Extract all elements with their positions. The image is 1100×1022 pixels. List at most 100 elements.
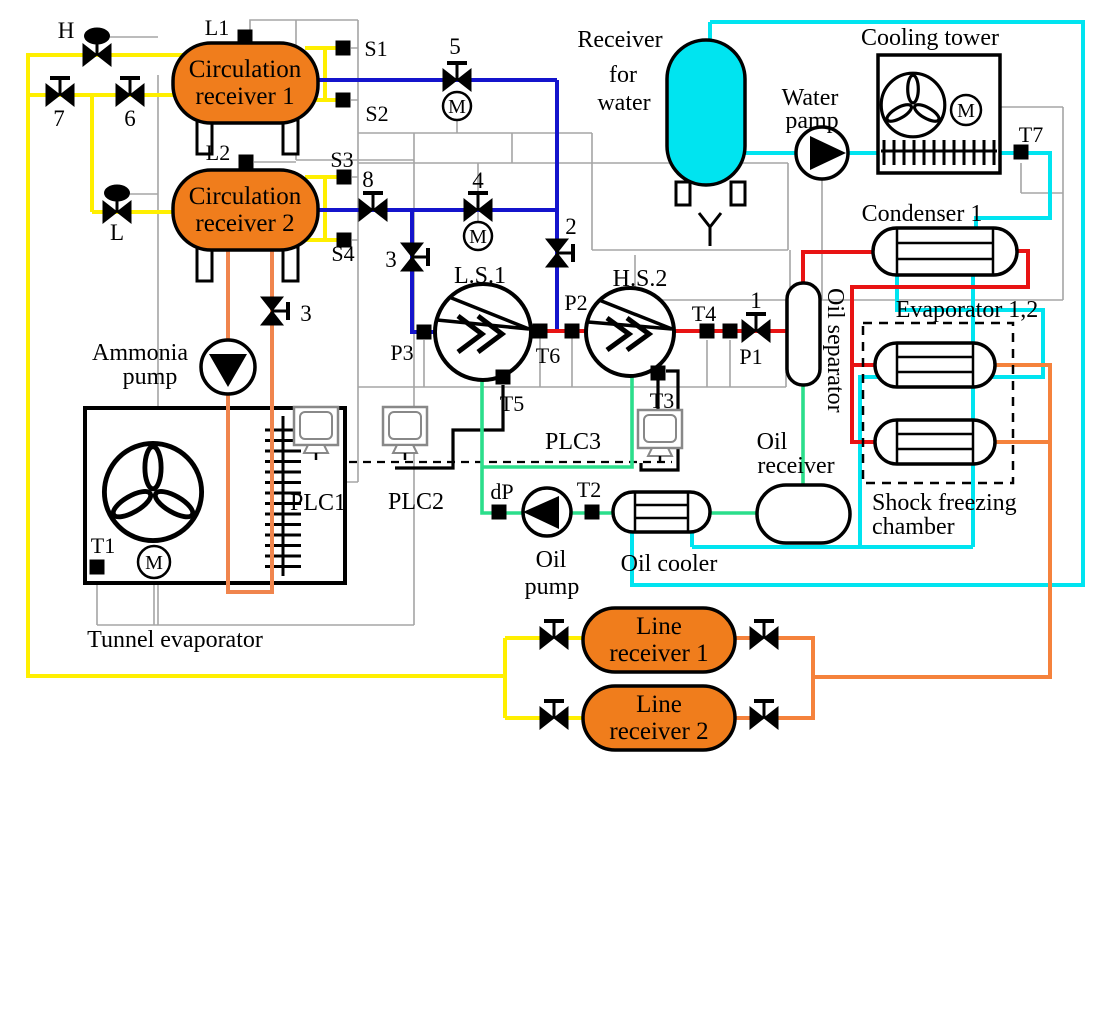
sensor-l1 [237,29,253,45]
sensor-t3-label: T3 [650,388,674,413]
valve-1-label: 1 [750,288,762,313]
valve-4-label: 4 [472,168,484,193]
pipe-green-oil [480,372,805,515]
sensor-s4-label: S4 [331,241,354,266]
valves: M M [44,27,780,731]
pipe-blue-suction [300,78,559,334]
valve-3-suction [399,241,430,273]
cr2-leg [281,245,300,283]
plc-signal-t3 [639,369,680,472]
oil-receiver [755,483,852,545]
oil-receiver-label-1: Oil [757,429,788,455]
plc3-label: PLC3 [545,429,601,455]
plc-signal-t5 [395,385,505,470]
sensor-s1-label: S1 [364,36,387,61]
fan-icon [104,443,201,540]
sensor-l2-label: L2 [206,140,230,165]
pipe-orange-liquid-return [735,363,1052,720]
cooling-tower-label: Cooling tower [861,25,999,51]
sensor-dp [491,504,507,520]
sensor-s2 [335,92,351,108]
cr1-label-1: Circulation [189,56,302,83]
cooling-tower-fan-icon [879,71,947,139]
sensor-t4-label: T4 [692,301,716,326]
labels: Circulation receiver 1 Circulation recei… [53,15,1043,745]
valve-1 [740,312,772,344]
valve-5-label: 5 [449,34,461,59]
oil-cooler-label: Oil cooler [621,551,718,577]
water-pump-rotor-icon [810,136,846,170]
shock-chamber-label-1: Shock freezing [872,490,1017,516]
sensor-t5 [495,369,511,385]
cr1-label-2: receiver 1 [195,83,294,110]
oil-pump-rotor-icon [523,496,559,529]
sensor-t2-label: T2 [577,477,601,502]
valve-5-motor [441,90,473,122]
valve-7 [44,76,76,108]
condenser-label: Condenser 1 [862,201,983,227]
valve-lr2-in [538,699,570,731]
oil-pump-label-2: pump [525,574,580,600]
valve-3-suction-label: 3 [385,247,397,272]
sensor-t6-label: T6 [536,343,560,368]
plc2-label: PLC2 [388,489,444,515]
valve-3-return [259,295,290,327]
line-receiver-1 [581,606,737,674]
plc2-monitor-icon [381,405,429,462]
receiver-water-label-3: water [597,90,650,116]
wire-network-right [634,106,1064,301]
valve-7-label: 7 [53,106,65,131]
valve-6-label: 6 [124,106,136,131]
receiver-water-label-2: for [609,62,637,88]
water-pump-label-1: Water [782,85,839,111]
water-pump-label-2: pamp [785,108,838,134]
sensor-p1 [722,323,738,339]
sensor-s1 [335,40,351,56]
oil-receiver-label-2: receiver [757,453,834,479]
sensor-p3-label: P3 [390,340,413,365]
sensor-l2 [238,154,254,170]
tunnel-evaporator: M [83,406,347,585]
cooling-tower-motor [949,93,983,127]
pipes [26,20,1085,720]
oil-pump-label-1: Oil [536,547,567,573]
valve-h-label: H [58,18,75,43]
compressor-hs2 [584,286,676,378]
lr1-label-2: receiver 1 [609,640,708,667]
sensor-t3 [650,365,666,381]
sensor-p1-label: P1 [739,344,762,369]
cr2-leg [195,245,214,283]
tunnel-fan-motor-label: M [145,552,163,574]
equipment: M [171,38,1019,752]
valve-6 [114,76,146,108]
ammonia-pump-label-2: pump [123,364,178,390]
water-receiver-leg [729,180,747,207]
valve-lr1-out [748,619,780,651]
receiver-water-label-1: Receiver [577,27,662,53]
sensor-s3-label: S3 [330,147,353,172]
receiver-for-water [665,38,747,187]
pipe-cyan-water [630,20,1085,587]
sensor-t1-label: T1 [91,533,115,558]
sensor-p2 [564,323,580,339]
hs2-label: H.S.2 [613,266,668,292]
sensor-p3 [416,324,432,340]
valve-lr2-out [748,699,780,731]
oil-cooler [611,490,712,534]
cooling-tower-motor-label: M [957,100,975,122]
sensor-t5-label: T5 [500,391,524,416]
lr2-label-2: receiver 2 [609,718,708,745]
sensor-dp-label: dP [490,479,513,504]
valve-5-motor-label: M [448,96,466,118]
sensor-t2 [584,504,600,520]
tunnel-evaporator-label: Tunnel evaporator [87,627,263,653]
valve-8 [357,191,389,223]
valve-8-label: 8 [362,167,374,192]
circulation-receiver-2 [171,168,320,252]
valve-4-motor [462,220,494,252]
condenser [871,226,1019,277]
oil-separator-label: Oil separator [822,288,848,413]
ammonia-pump-label-1: Ammonia [92,340,188,366]
evaporator-2 [873,418,997,466]
sensor-p2-label: P2 [564,290,587,315]
